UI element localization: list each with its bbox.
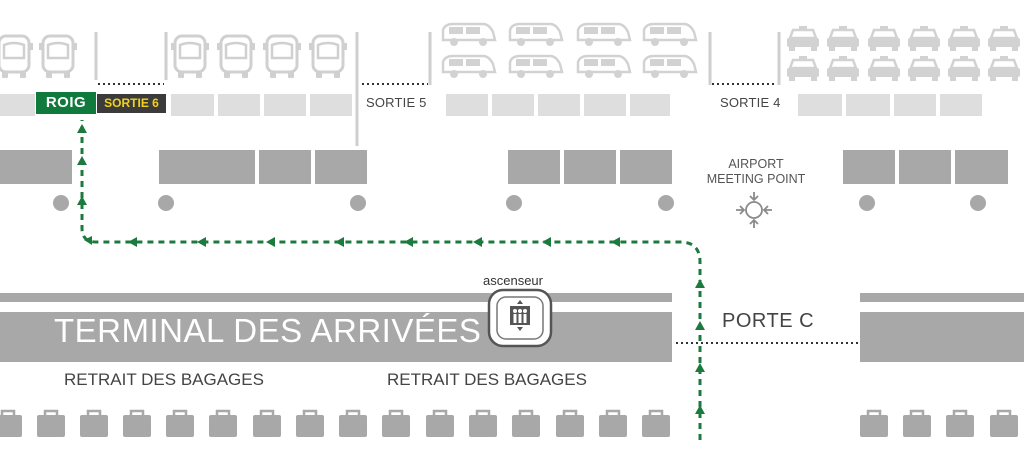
taxi-icon	[825, 54, 861, 83]
suitcase-icon	[424, 409, 456, 439]
sortie-dividers	[98, 83, 860, 344]
van-icon	[576, 54, 632, 80]
suitcase-icon	[467, 409, 499, 439]
suitcase-icon	[78, 409, 110, 439]
suitcase-icon	[207, 409, 239, 439]
bus-icon	[0, 34, 35, 80]
van-icon	[642, 22, 698, 48]
suitcase-icon	[858, 409, 890, 439]
sortie-6-badge: SORTIE 6	[97, 94, 166, 113]
taxi-icon	[785, 24, 821, 53]
meeting-point-icon	[736, 192, 772, 228]
porte-c-label: PORTE C	[722, 310, 815, 332]
walking-route	[77, 120, 705, 440]
bus-icon	[37, 34, 79, 80]
elevator-icon	[487, 288, 553, 348]
suitcase-icon	[0, 409, 24, 439]
terminal-title: TERMINAL DES ARRIVÉES	[54, 312, 482, 349]
baggage-claim-label: RETRAIT DES BAGAGES	[64, 370, 264, 389]
bus-icon	[307, 34, 349, 80]
sortie-4-label: SORTIE 4	[720, 95, 781, 110]
roig-badge: ROIG	[36, 92, 96, 114]
taxi-parking	[777, 24, 1022, 85]
van-icon	[508, 22, 564, 48]
suitcase-icon	[251, 409, 283, 439]
taxi-icon	[906, 24, 942, 53]
suitcase-icon	[944, 409, 976, 439]
suitcase-icon	[510, 409, 542, 439]
taxi-icon	[866, 24, 902, 53]
terminal-building	[0, 293, 1024, 362]
suitcase-icon	[380, 409, 412, 439]
van-icon	[441, 22, 497, 48]
taxi-icon	[986, 54, 1022, 83]
baggage-carousel	[0, 409, 1020, 439]
van-parking	[428, 22, 712, 85]
suitcase-icon	[988, 409, 1020, 439]
elevator-label: ascenseur	[483, 273, 543, 288]
sortie-5-label: SORTIE 5	[366, 95, 427, 110]
suitcase-icon	[294, 409, 326, 439]
suitcase-icon	[901, 409, 933, 439]
van-icon	[441, 54, 497, 80]
bus-icon	[261, 34, 303, 80]
van-icon	[508, 54, 564, 80]
pillars	[53, 195, 986, 211]
taxi-icon	[946, 24, 982, 53]
taxi-icon	[785, 54, 821, 83]
van-icon	[642, 54, 698, 80]
suitcase-icon	[597, 409, 629, 439]
suitcase-icon	[164, 409, 196, 439]
van-icon	[576, 22, 632, 48]
baggage-claim-label: RETRAIT DES BAGAGES	[387, 370, 587, 389]
suitcase-icon	[640, 409, 672, 439]
platform-blocks	[0, 150, 1008, 184]
taxi-icon	[946, 54, 982, 83]
suitcase-icon	[554, 409, 586, 439]
suitcase-icon	[121, 409, 153, 439]
suitcase-icon	[337, 409, 369, 439]
suitcase-icon	[35, 409, 67, 439]
curb-blocks	[0, 94, 982, 116]
taxi-icon	[866, 54, 902, 83]
bus-parking	[0, 32, 359, 146]
taxi-icon	[906, 54, 942, 83]
bus-icon	[215, 34, 257, 80]
taxi-icon	[825, 24, 861, 53]
taxi-icon	[986, 24, 1022, 53]
bus-icon	[169, 34, 211, 80]
